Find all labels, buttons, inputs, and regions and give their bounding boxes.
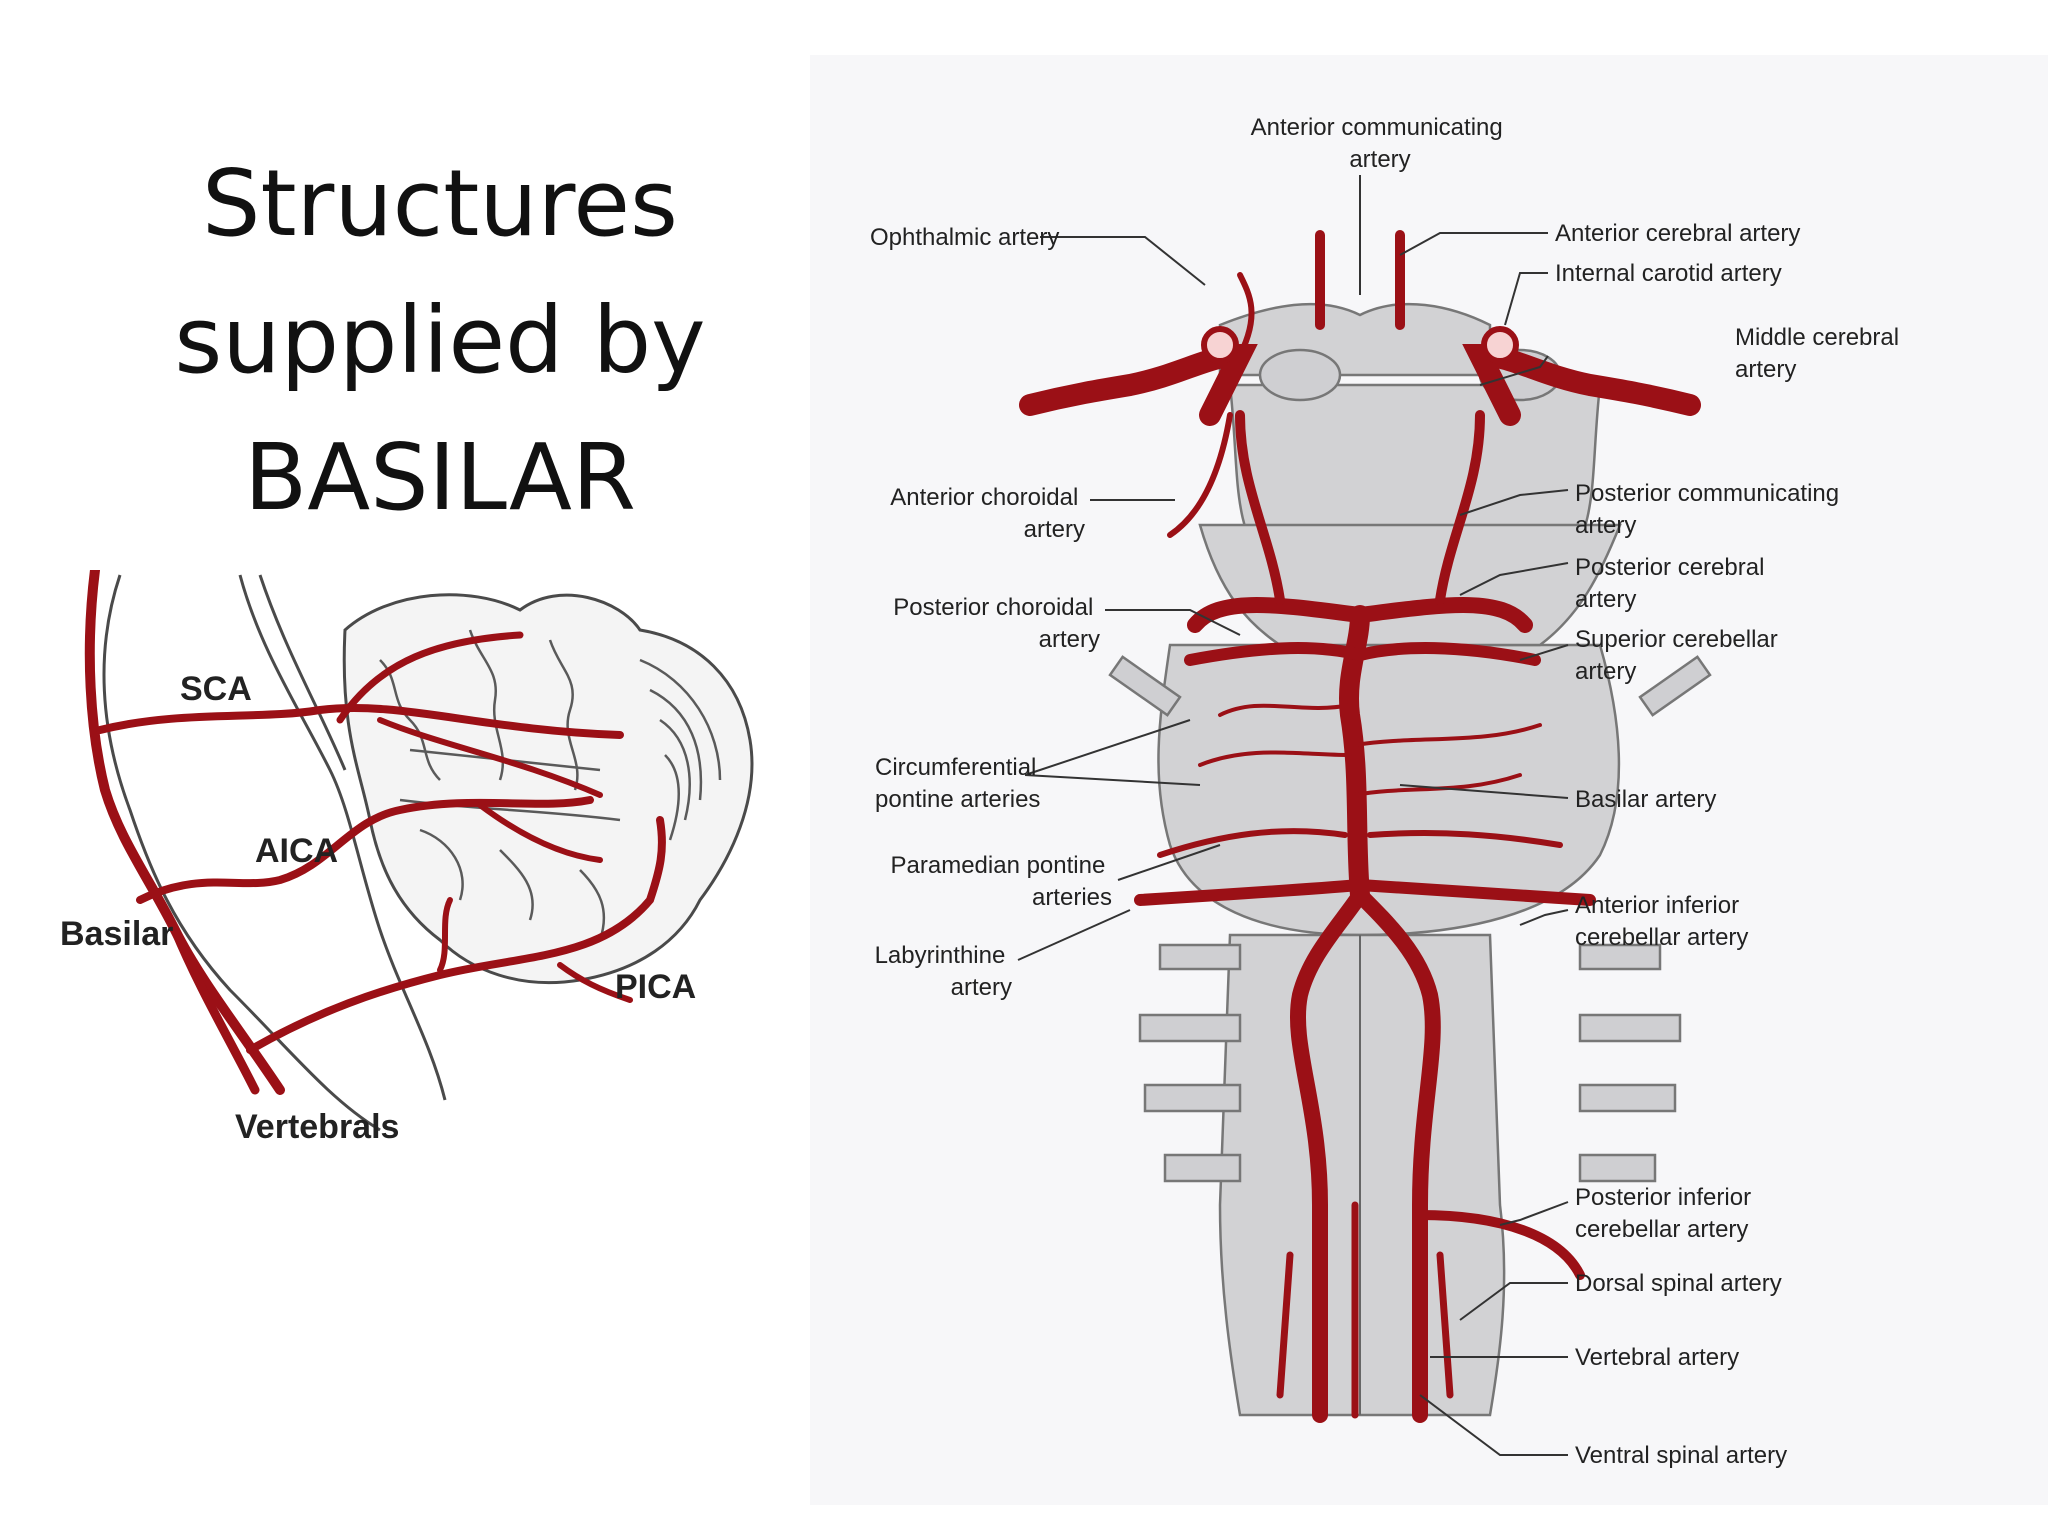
cerebellar-arteries-diagram: SCA AICA Basilar PICA Vertebrals [60,570,754,1146]
leader-lines [1017,175,1569,1456]
cerebellar-folia [379,629,722,941]
labels: Anterior communicating artery Ophthalmic… [870,114,1906,1469]
sca-branch-2 [377,717,603,798]
carotid-cross-section-right [1481,326,1519,364]
cerebellum-outline [342,593,754,985]
label-sca: SCA [180,670,252,708]
label-labyrinthine: Labyrinthine artery [875,942,1012,1001]
posterior-communicating [1235,410,1485,605]
label-superior-cerebellar: Superior cerebellar artery [1575,626,1784,685]
sca-vessel [96,704,624,739]
anterior-cerebral [1315,230,1405,330]
vertebral-right [1352,887,1441,1423]
cerebellar-arteries [84,570,666,1095]
label-middle-cerebral: Middle cerebral artery [1735,324,1906,383]
carotid-cross-section-left [1201,326,1239,364]
paramedian-pontine [1157,828,1563,858]
anterior-choroidal [1167,412,1233,538]
vertebral-left [1289,887,1368,1423]
label-ophthalmic: Ophthalmic artery [870,224,1059,251]
label-posterior-inferior-cerebellar: Posterior inferior cerebellar artery [1575,1184,1758,1243]
slide-title: Structures supplied by BASILAR [60,135,820,546]
label-basilar: Basilar artery [1575,786,1716,813]
label-posterior-choroidal: Posterior choroidal artery [893,594,1100,653]
basilar-vessel-2 [170,925,260,1095]
label-circumferential-pontine: Circumferential pontine arteries [875,754,1043,813]
basilar-vessel [84,570,285,1095]
title-line-2: supplied by [174,287,706,394]
basilar [1339,605,1370,905]
superior-cerebellar [1184,642,1541,666]
label-vertebral: Vertebral artery [1575,1344,1739,1371]
aica-branch [477,802,603,863]
label-pica: PICA [615,968,696,1006]
posterior-inferior-cerebellar [1415,1210,1585,1280]
label-paramedian-pontine: Paramedian pontine arteries [891,852,1113,911]
label-basilar: Basilar [60,915,173,953]
label-aica: AICA [255,832,338,870]
pica-branch-2 [557,962,633,1003]
pica-branch [437,897,453,973]
label-anterior-choroidal: Anterior choroidal artery [890,484,1085,543]
title-line-1: Structures [202,150,678,257]
anterior-inferior-cerebellar [1134,878,1596,906]
label-anterior-cerebral: Anterior cerebral artery [1555,220,1800,247]
label-posterior-communicating: Posterior communicating artery [1575,480,1846,539]
brainstem-arteries-diagram: Anterior communicating artery Ophthalmic… [810,55,2048,1505]
ophthalmic [1237,272,1255,358]
posterior-cerebral [1187,597,1533,633]
title-line-3: BASILAR [244,424,636,531]
pica-vessel [246,816,666,1054]
label-internal-carotid: Internal carotid artery [1555,260,1782,287]
label-posterior-cerebral: Posterior cerebral artery [1575,554,1771,613]
sca-branch [336,631,524,724]
dorsal-spinal [1276,1251,1454,1399]
label-anterior-communicating: Anterior communicating artery [1251,114,1510,173]
optic-chiasm [1218,302,1492,377]
label-vertebrals: Vertebrals [235,1108,399,1146]
label-dorsal-spinal: Dorsal spinal artery [1575,1270,1782,1297]
aica-vessel [136,796,594,904]
label-anterior-inferior-cerebellar: Anterior inferior cerebellar artery [1575,892,1748,951]
label-ventral-spinal: Ventral spinal artery [1575,1442,1787,1469]
medulla [1218,933,1506,1417]
